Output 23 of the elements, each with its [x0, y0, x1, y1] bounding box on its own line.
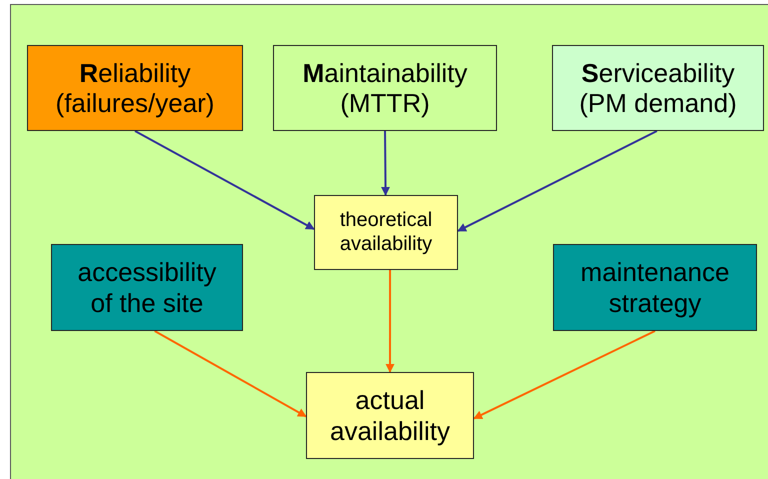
arrow: [381, 130, 390, 196]
box-label: Serviceability: [581, 58, 735, 88]
process-box: [553, 244, 757, 331]
box-label: actual availability: [329, 385, 451, 446]
box-label: maintenance strategy: [580, 257, 730, 318]
process-box: [273, 45, 497, 131]
process-box: [314, 195, 458, 270]
process-box: [27, 45, 243, 131]
box-label: (MTTR): [340, 88, 430, 118]
box-label: (PM demand): [579, 88, 737, 118]
box-label: Maintainability: [302, 58, 468, 88]
arrow: [386, 270, 394, 373]
arrow: [154, 330, 307, 418]
process-box: [552, 45, 764, 131]
box-label: Reliability: [79, 58, 191, 88]
box-label: (failures/year): [56, 88, 214, 118]
arrow: [457, 130, 658, 232]
process-box: [51, 244, 243, 331]
arrow: [473, 330, 656, 420]
box-label: accessibility of the site: [76, 257, 218, 318]
box-label: theoretical availability: [338, 209, 434, 256]
arrow: [134, 130, 315, 230]
process-box: [306, 372, 474, 459]
